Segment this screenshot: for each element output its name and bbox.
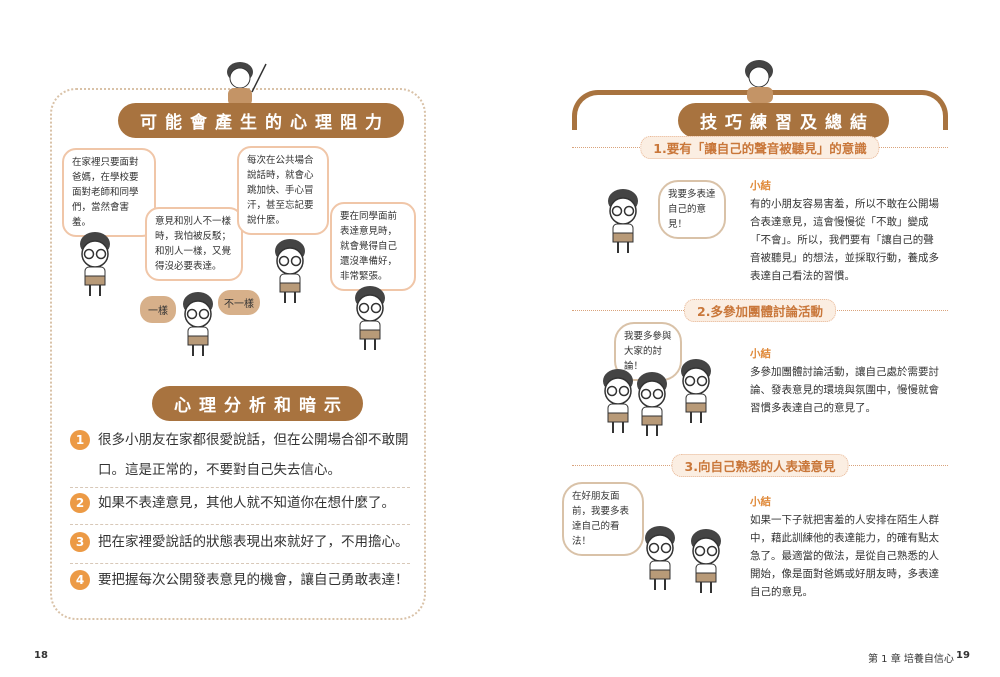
rock-different: 不一樣: [218, 290, 260, 315]
trembling-kid-illustration: [354, 285, 386, 351]
teacher-illustration: [227, 62, 267, 106]
girl-illustration: [636, 371, 668, 437]
note-title: 小結: [750, 180, 771, 192]
note-title: 小結: [750, 496, 771, 508]
number-badge: 1: [70, 430, 90, 450]
kid-illustration: [680, 358, 712, 424]
friend-illustration: [690, 528, 722, 594]
list-item: 4 要把握每次公開發表意見的機會，讓自己勇敢表達！: [70, 565, 410, 595]
right-title: 技巧練習及總結: [678, 103, 889, 138]
summary-note: 小結如果一下子就把害羞的人安排在陌生人群中，藉此訓練他的表達能力，的確有點太急了…: [750, 493, 940, 601]
divider: [70, 563, 410, 564]
list-item: 1 很多小朋友在家都很愛說話，但在公開場合卻不敢開口。這是正常的，不要對自己失去信…: [70, 425, 410, 485]
speech-bubble: 每次在公共場合說話時，就會心跳加快、手心冒汗，甚至忘記要說什麼。: [237, 146, 329, 235]
speech-bubble: 在家裡只要面對爸媽，在學校要面對老師和同學們，當然會害羞。: [62, 148, 156, 237]
shy-kid-illustration: [79, 231, 111, 297]
worried-kid-illustration: [182, 291, 214, 357]
heading-label: 1.要有「讓自己的聲音被聽見」的意識: [640, 136, 880, 159]
section-heading-3: 3.向自己熟悉的人表達意見: [572, 454, 948, 477]
section-title-analysis: 心理分析和暗示: [152, 386, 363, 421]
summary-note: 小結多參加團體討論活動，讓自己處於需要討論、發表意見的環境與氛圍中，慢慢就會習慣…: [750, 345, 940, 417]
note-text: 如果一下子就把害羞的人安排在陌生人群中，藉此訓練他的表達能力，的確有點太急了。最…: [750, 514, 939, 598]
list-item: 3 把在家裡愛說話的狀態表現出來就好了，不用擔心。: [70, 527, 410, 557]
note-text: 有的小朋友容易害羞，所以不敢在公開場合表達意見，這會慢慢從「不敢」變成「不會」。…: [750, 198, 939, 282]
teacher-illustration: [745, 60, 773, 103]
number-badge: 3: [70, 532, 90, 552]
divider: [70, 524, 410, 525]
list-item: 2 如果不表達意見，其他人就不知道你在想什麼了。: [70, 488, 410, 518]
heading-label: 3.向自己熟悉的人表達意見: [671, 454, 849, 477]
speech-bubble: 要在同學面前表達意見時，就會覺得自己還沒準備好，非常緊張。: [330, 202, 416, 291]
section-heading-2: 2.多參加團體討論活動: [572, 299, 948, 322]
left-title: 可能會產生的心理阻力: [118, 103, 404, 138]
section-heading-1: 1.要有「讓自己的聲音被聽見」的意識: [572, 136, 948, 159]
speech-bubble: 在好朋友面前，我要多表達自己的看法！: [562, 482, 644, 556]
nervous-kid-illustration: [274, 238, 306, 304]
item-text: 如果不表達意見，其他人就不知道你在想什麼了。: [98, 495, 395, 511]
note-title: 小結: [750, 348, 771, 360]
chapter-label: 第 1 章 培養自信心: [868, 654, 954, 665]
number-badge: 4: [70, 570, 90, 590]
summary-note: 小結有的小朋友容易害羞，所以不敢在公開場合表達意見，這會慢慢從「不敢」變成「不會…: [750, 177, 940, 285]
page-number-left: 18: [34, 650, 48, 661]
item-text: 很多小朋友在家都很愛說話，但在公開場合卻不敢開口。這是正常的，不要對自己失去信心…: [98, 432, 409, 478]
rock-same: 一樣: [140, 296, 176, 323]
page-number-right: 19: [956, 650, 970, 661]
item-text: 要把握每次公開發表意見的機會，讓自己勇敢表達！: [98, 572, 409, 588]
speech-bubble: 意見和別人不一樣時，我怕被反駁；和別人一樣，又覺得沒必要表達。: [145, 207, 243, 281]
speech-bubble: 我要多表達自己的意見！: [658, 180, 726, 239]
heading-label: 2.多參加團體討論活動: [684, 299, 836, 322]
divider: [70, 487, 410, 488]
note-text: 多參加團體討論活動，讓自己處於需要討論、發表意見的環境與氛圍中，慢慢就會習慣多表…: [750, 366, 939, 414]
item-text: 把在家裡愛說話的狀態表現出來就好了，不用擔心。: [98, 534, 409, 550]
kid-illustration: [644, 525, 676, 591]
number-badge: 2: [70, 493, 90, 513]
kid-illustration: [607, 188, 639, 254]
